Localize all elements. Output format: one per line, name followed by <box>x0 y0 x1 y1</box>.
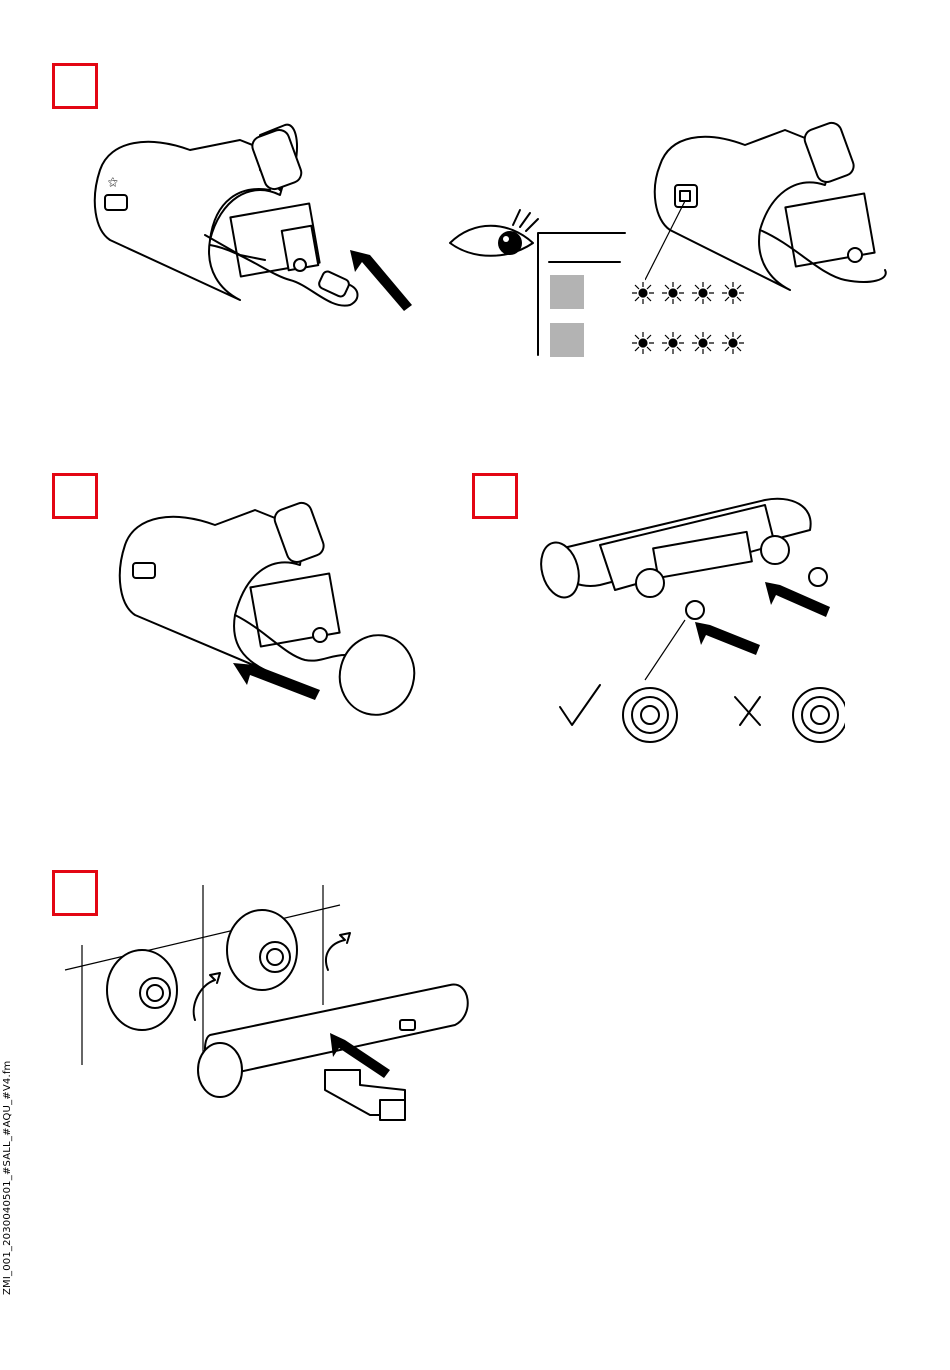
step-marker-2 <box>52 473 98 519</box>
eye-icon <box>448 205 543 265</box>
illustration-filter-seals <box>535 485 845 750</box>
illustration-led-module <box>645 105 895 305</box>
svg-text:⚝: ⚝ <box>108 177 118 188</box>
illustration-connect-plug: ⚝ <box>90 110 430 325</box>
footer-file-code: ZMI_001_2030040501_#SALL_#AQU_#V4.fm <box>2 1035 13 1295</box>
illustration-cover-cap <box>115 485 425 720</box>
led-blink-row-2 <box>628 328 748 358</box>
led-status-table <box>535 230 630 360</box>
step-marker-1 <box>52 63 98 109</box>
illustration-mount-body <box>60 885 480 1155</box>
step-marker-3 <box>472 473 518 519</box>
